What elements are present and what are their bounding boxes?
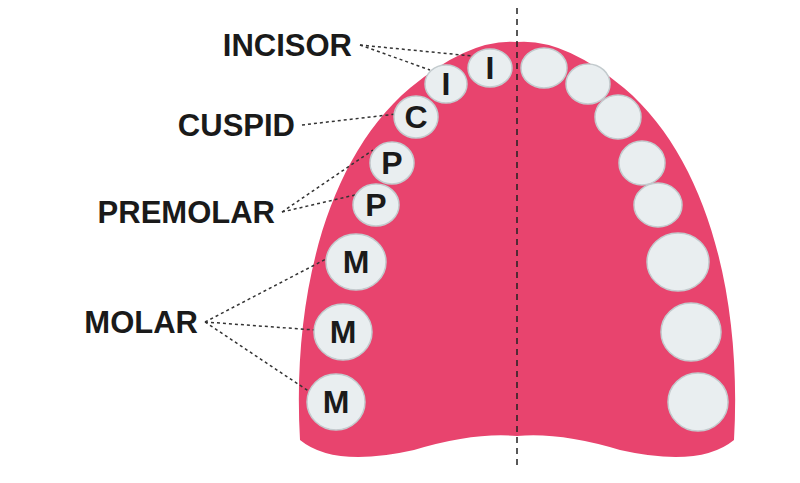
tooth-letter: C bbox=[404, 101, 427, 133]
tooth-type-label: PREMOLAR bbox=[98, 197, 275, 228]
tooth: P bbox=[352, 183, 400, 227]
tooth-letter: I bbox=[486, 52, 495, 84]
tooth-type-label: CUSPID bbox=[178, 110, 295, 141]
tooth: M bbox=[313, 303, 373, 361]
tooth: P bbox=[369, 141, 415, 185]
tooth: C bbox=[393, 95, 439, 139]
tooth: M bbox=[306, 373, 366, 431]
tooth: I bbox=[424, 64, 468, 104]
right-teeth bbox=[521, 48, 728, 431]
tooth: I bbox=[467, 48, 513, 88]
midline bbox=[516, 8, 518, 470]
tooth-type-label: INCISOR bbox=[223, 30, 352, 61]
tooth-letter: P bbox=[381, 147, 402, 179]
tooth: M bbox=[325, 233, 387, 291]
tooth-letter: M bbox=[343, 246, 370, 278]
tooth-letter: M bbox=[330, 316, 357, 348]
tooth-type-label: MOLAR bbox=[84, 307, 198, 338]
tooth-letter: P bbox=[365, 189, 386, 221]
tooth-letter: I bbox=[442, 68, 451, 100]
tooth-letter: M bbox=[323, 386, 350, 418]
